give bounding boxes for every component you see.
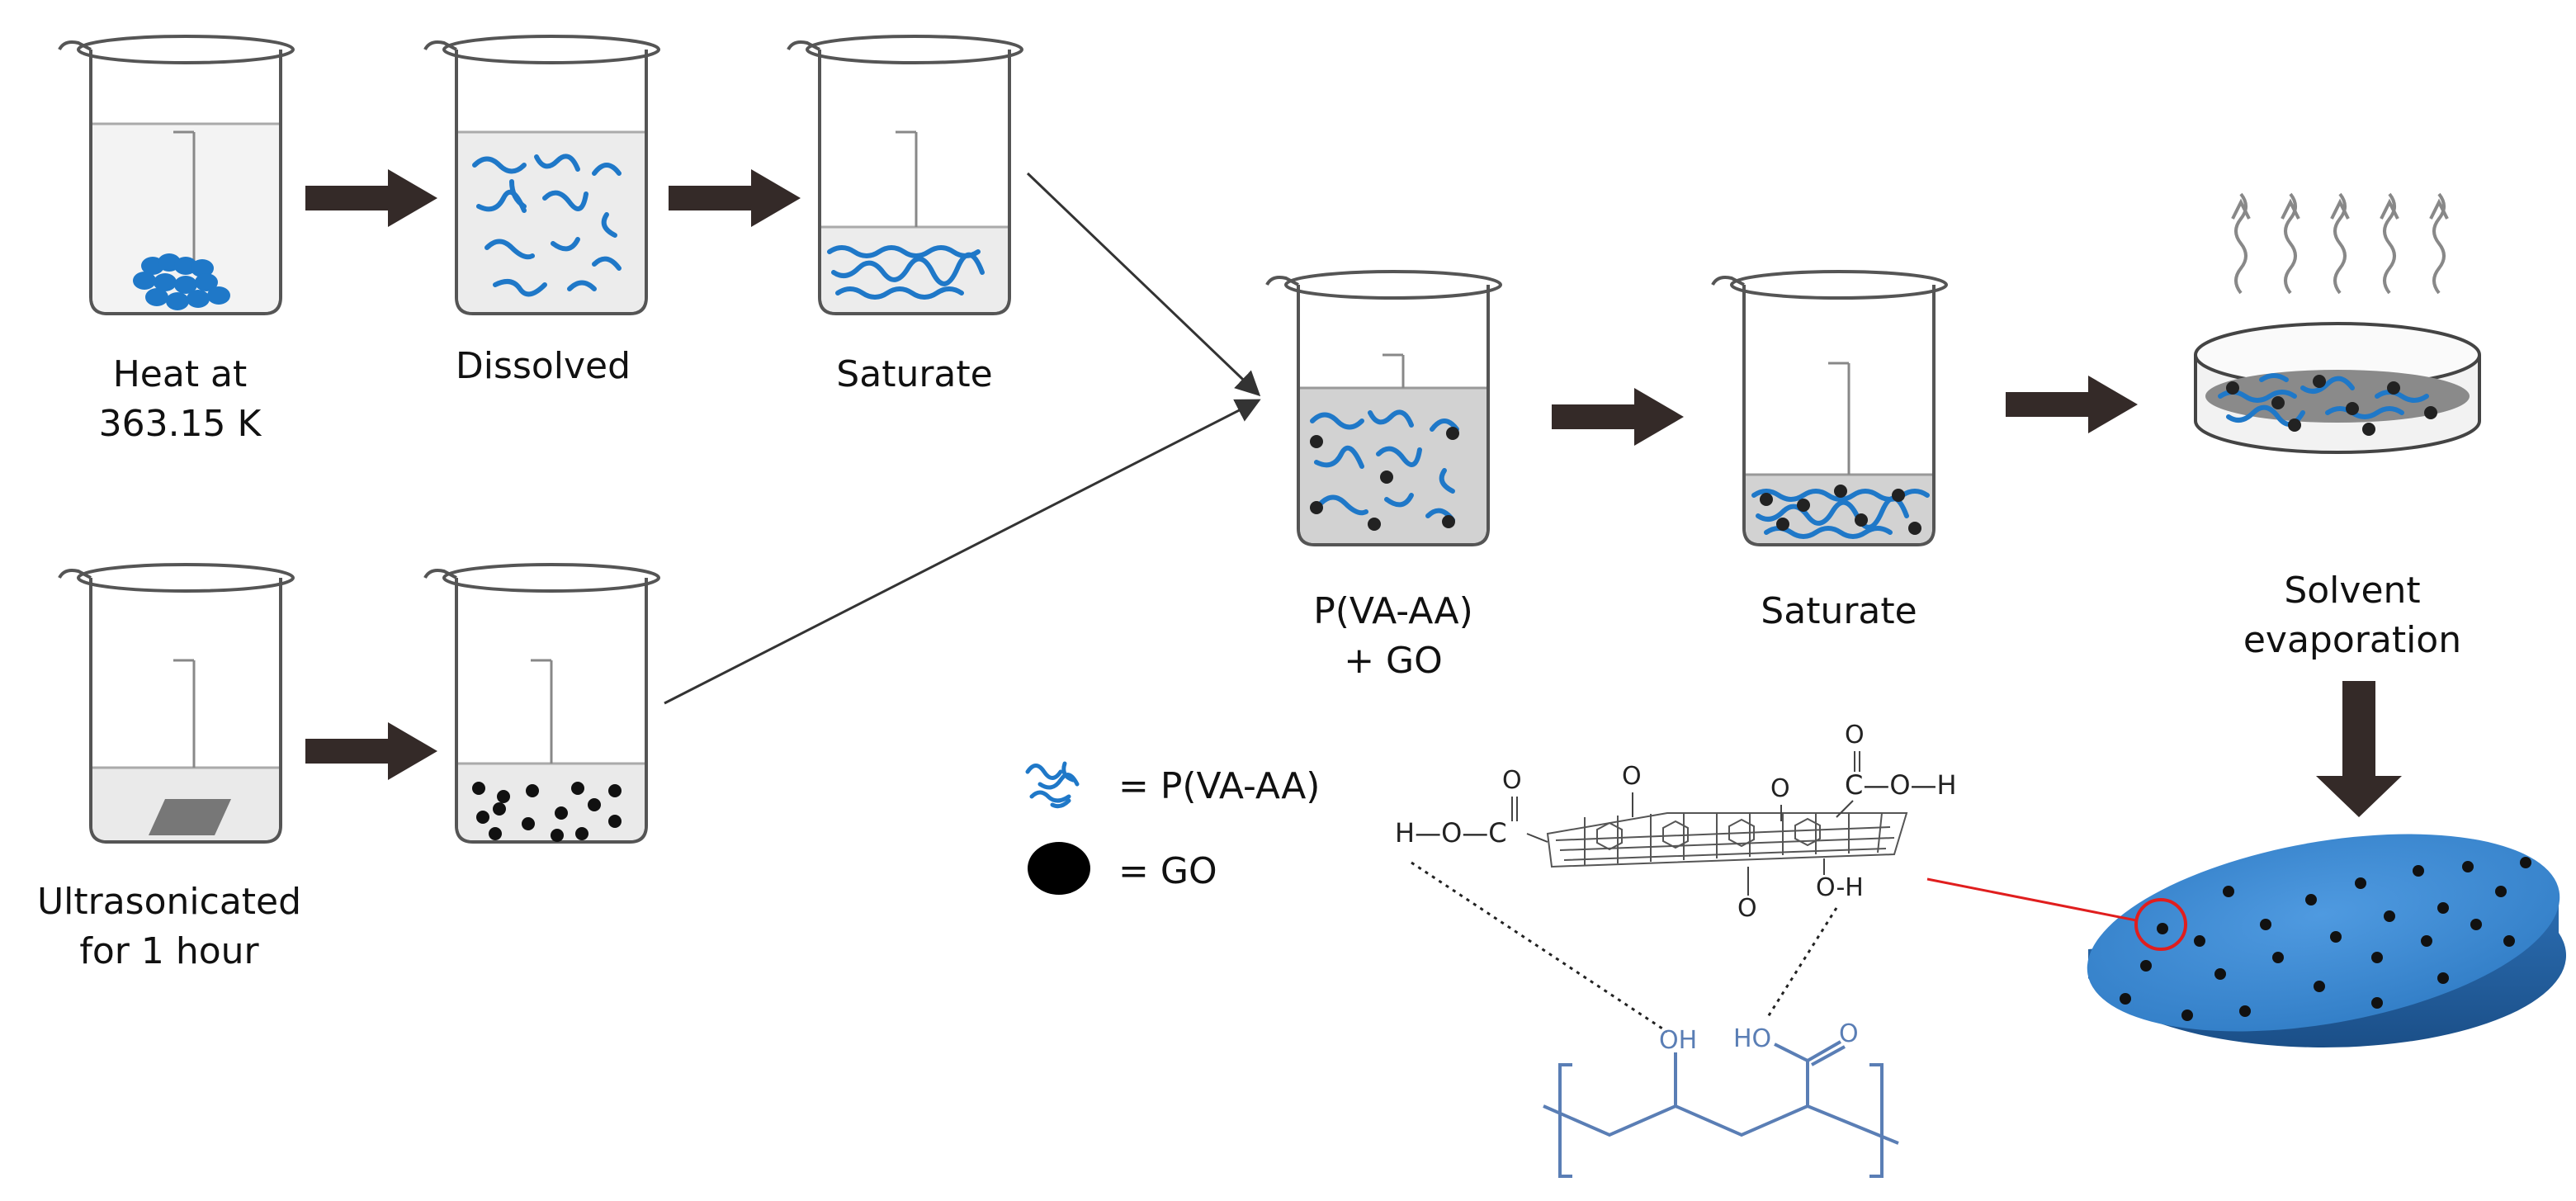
go-structure: O O O H—O—C O C—O—H O O-H: [1395, 721, 1957, 923]
hbond-line-left: [1411, 861, 1668, 1033]
film-go-particles: [2120, 857, 2531, 1021]
polymer-pellets: [133, 253, 230, 310]
petri-dish: Solvent evaporation: [2194, 192, 2481, 661]
label-ultrasonicated-line2: for 1 hour: [79, 930, 259, 972]
zoom-connector: [1926, 877, 2137, 922]
chem-cooh-right: C—O—H: [1845, 769, 1957, 801]
label-mixture-line1: P(VA-AA): [1313, 590, 1473, 632]
legend-polymer-icon: [1025, 761, 1080, 809]
beaker-mixture: P(VA-AA) + GO: [1265, 270, 1502, 682]
label-saturate-2: Saturate: [1761, 590, 1917, 632]
label-saturate-1: Saturate: [836, 353, 992, 395]
label-heat-line1: Heat at: [113, 353, 248, 395]
chem-o-top-right: O: [1770, 774, 1790, 803]
label-evaporation-line2: evaporation: [2243, 619, 2461, 661]
flow-arrow-bottom: [664, 399, 1261, 705]
polymer-o: O: [1839, 1019, 1859, 1048]
beaker-ultrasonicated: Ultrasonicated for 1 hour: [37, 563, 301, 972]
process-arrow-4: [1552, 388, 1684, 446]
polymer-oh: OH: [1659, 1026, 1697, 1055]
label-dissolved: Dissolved: [456, 345, 631, 387]
beaker-saturate-1: Saturate: [787, 35, 1023, 395]
label-ultrasonicated-line1: Ultrasonicated: [37, 881, 301, 923]
label-heat-line2: 363.15 K: [99, 403, 262, 445]
label-evaporation-line1: Solvent: [2284, 570, 2420, 612]
polymer-ho: HO: [1733, 1024, 1771, 1053]
flow-arrow-top: [1026, 172, 1261, 397]
dissolved-polymer-chains: [472, 154, 622, 297]
composite-film: [2087, 834, 2567, 1047]
legend-go-icon: [1028, 842, 1090, 895]
label-mixture-line2: + GO: [1344, 640, 1443, 682]
hbond-line-right: [1765, 907, 1838, 1020]
legend: = P(VA-AA) = GO: [1025, 761, 1320, 895]
chem-o-left-carbonyl: O: [1502, 766, 1522, 795]
process-arrow-5: [2006, 376, 2138, 433]
chem-ho-c-left: H—O—C: [1395, 817, 1507, 849]
legend-go-label: = GO: [1118, 850, 1217, 892]
go-particles: [472, 782, 622, 842]
process-arrow-down: [2316, 681, 2402, 817]
chem-o-right-carbonyl: O: [1845, 721, 1865, 749]
process-arrow-1: [305, 169, 437, 227]
legend-polymer-label: = P(VA-AA): [1118, 765, 1320, 807]
process-arrow-3: [305, 722, 437, 780]
beaker-go-dispersed: [423, 563, 660, 844]
beaker-saturate-2: Saturate: [1711, 270, 1948, 632]
chem-o-bottom: O: [1737, 894, 1757, 923]
polymer-structure: OH HO O: [1543, 1019, 1899, 1178]
graphene-sheet: [149, 799, 231, 835]
chem-oh-bottom: O-H: [1816, 873, 1864, 902]
beaker-dissolved: Dissolved: [423, 35, 660, 387]
vapor-icon: [2231, 192, 2449, 295]
chem-o-top-left: O: [1622, 762, 1642, 791]
beaker-heat: Heat at 363.15 K: [58, 35, 295, 445]
zoom-marker: [2134, 898, 2187, 951]
process-arrow-2: [669, 169, 801, 227]
